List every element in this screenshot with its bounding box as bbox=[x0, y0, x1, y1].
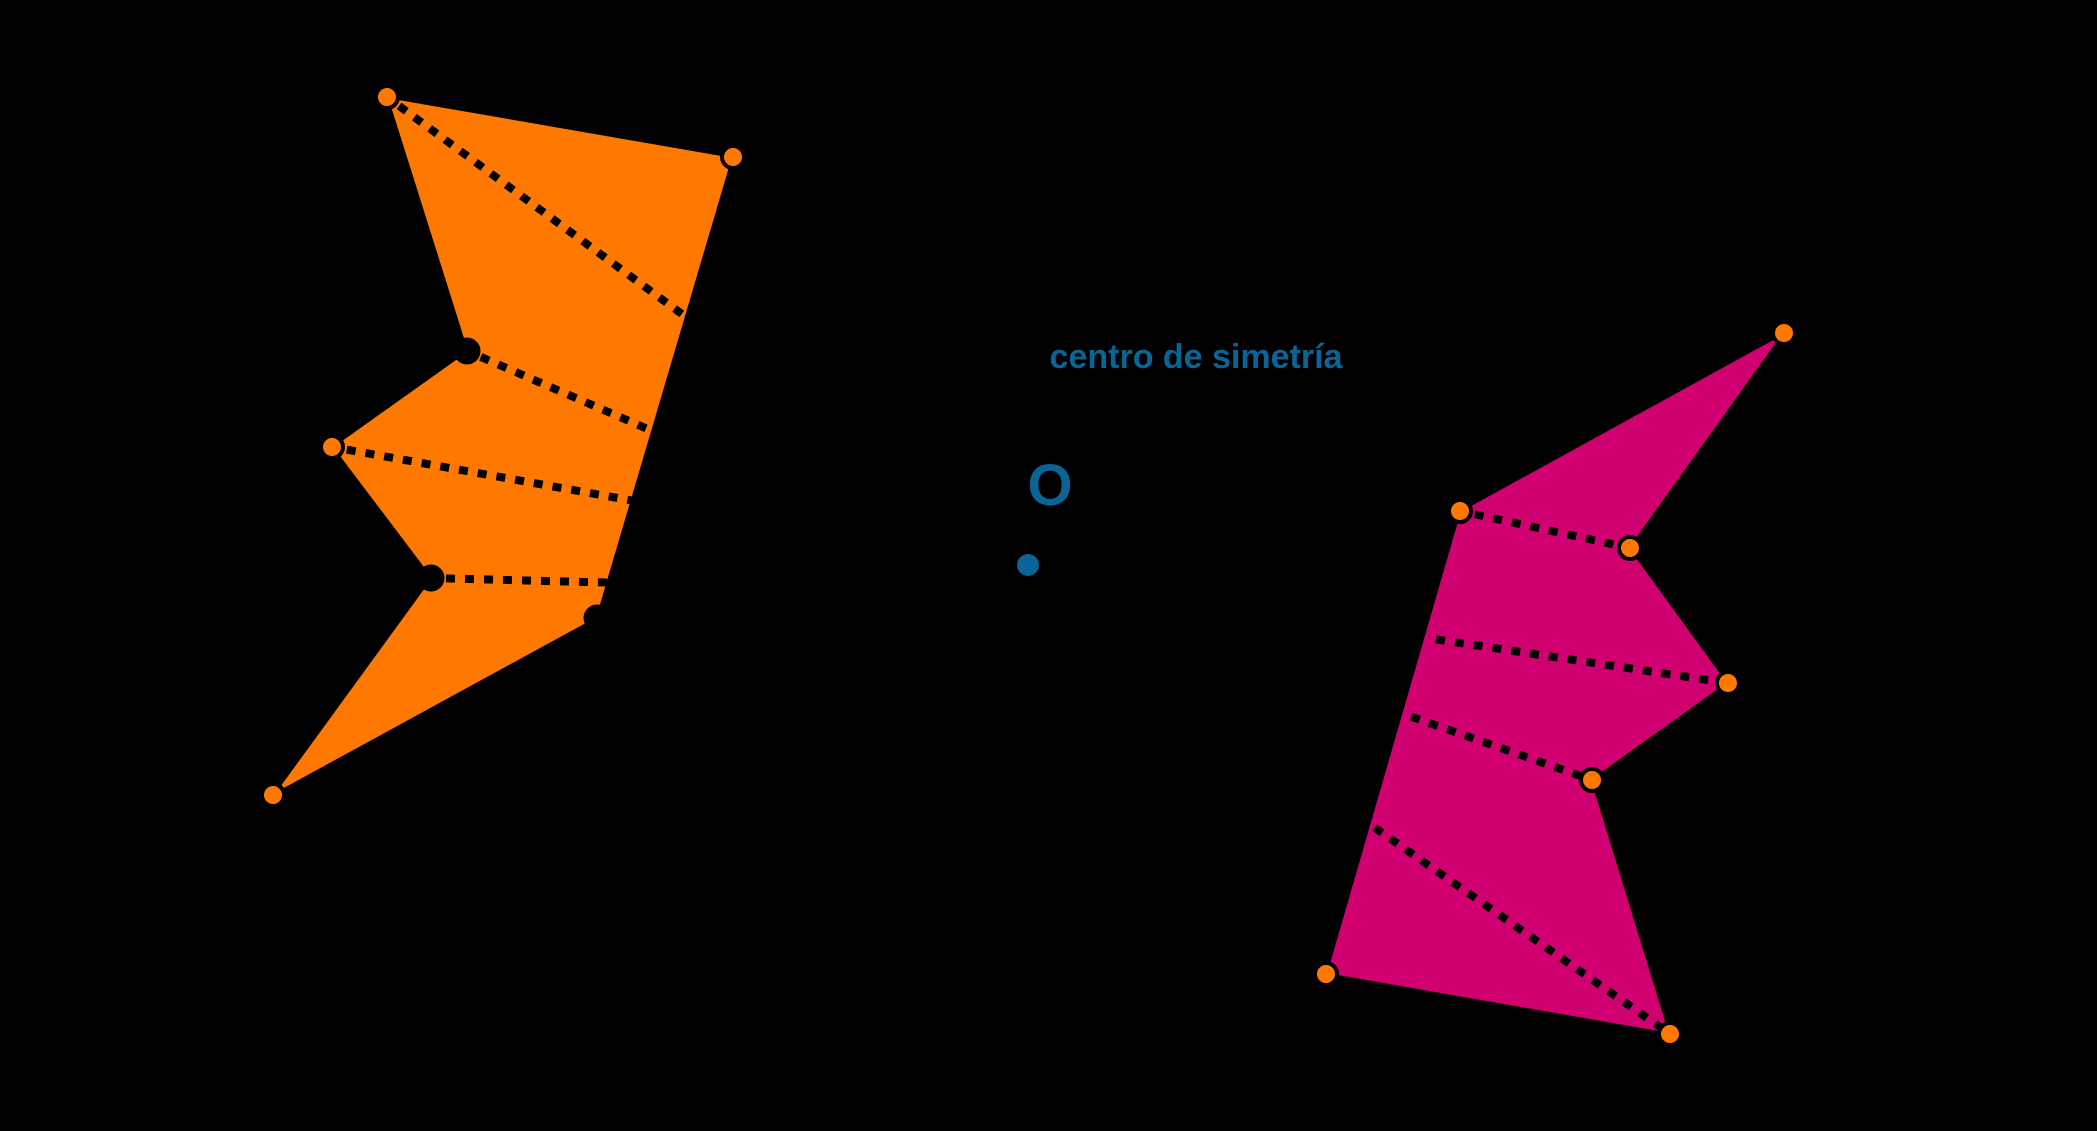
polygon-vertex-filled bbox=[720, 144, 746, 170]
polygon-vertex-filled bbox=[1715, 670, 1741, 696]
polygon-vertex-filled bbox=[1617, 535, 1643, 561]
polygon-vertex-hollow bbox=[417, 564, 445, 592]
symmetry-ray bbox=[426, 573, 630, 588]
symmetry-ray bbox=[1409, 712, 1598, 786]
symmetry-ray bbox=[381, 91, 696, 326]
polygon-vertex-hollow bbox=[583, 604, 611, 632]
symmetry-ray bbox=[461, 345, 656, 436]
symmetry-ray bbox=[327, 442, 645, 507]
center-of-symmetry-point bbox=[1017, 554, 1039, 576]
center-of-symmetry-label: centro de simetría bbox=[1050, 338, 1344, 376]
polygon-vertex-hollow bbox=[453, 337, 481, 365]
polygon-vertex-filled bbox=[260, 782, 286, 808]
polygon-vertex-filled bbox=[1657, 1021, 1683, 1047]
polygon-vertex-filled bbox=[1579, 767, 1605, 793]
polygon-vertex-filled bbox=[374, 84, 400, 110]
polygon-vertex-filled bbox=[1447, 498, 1473, 524]
polygon-vertex-filled bbox=[319, 434, 345, 460]
orange-vertex-group bbox=[260, 84, 746, 808]
symmetry-ray bbox=[1372, 824, 1676, 1040]
symmetry-ray bbox=[728, 152, 1789, 338]
magenta-polygon bbox=[1324, 332, 1785, 1036]
polygon-vertex-filled bbox=[1313, 961, 1339, 987]
magenta-vertex-group bbox=[1313, 320, 1797, 1047]
center-point-letter: O bbox=[1027, 453, 1072, 518]
polygon-vertex-filled bbox=[1771, 320, 1797, 346]
symmetry-ray-group bbox=[327, 91, 1789, 1040]
